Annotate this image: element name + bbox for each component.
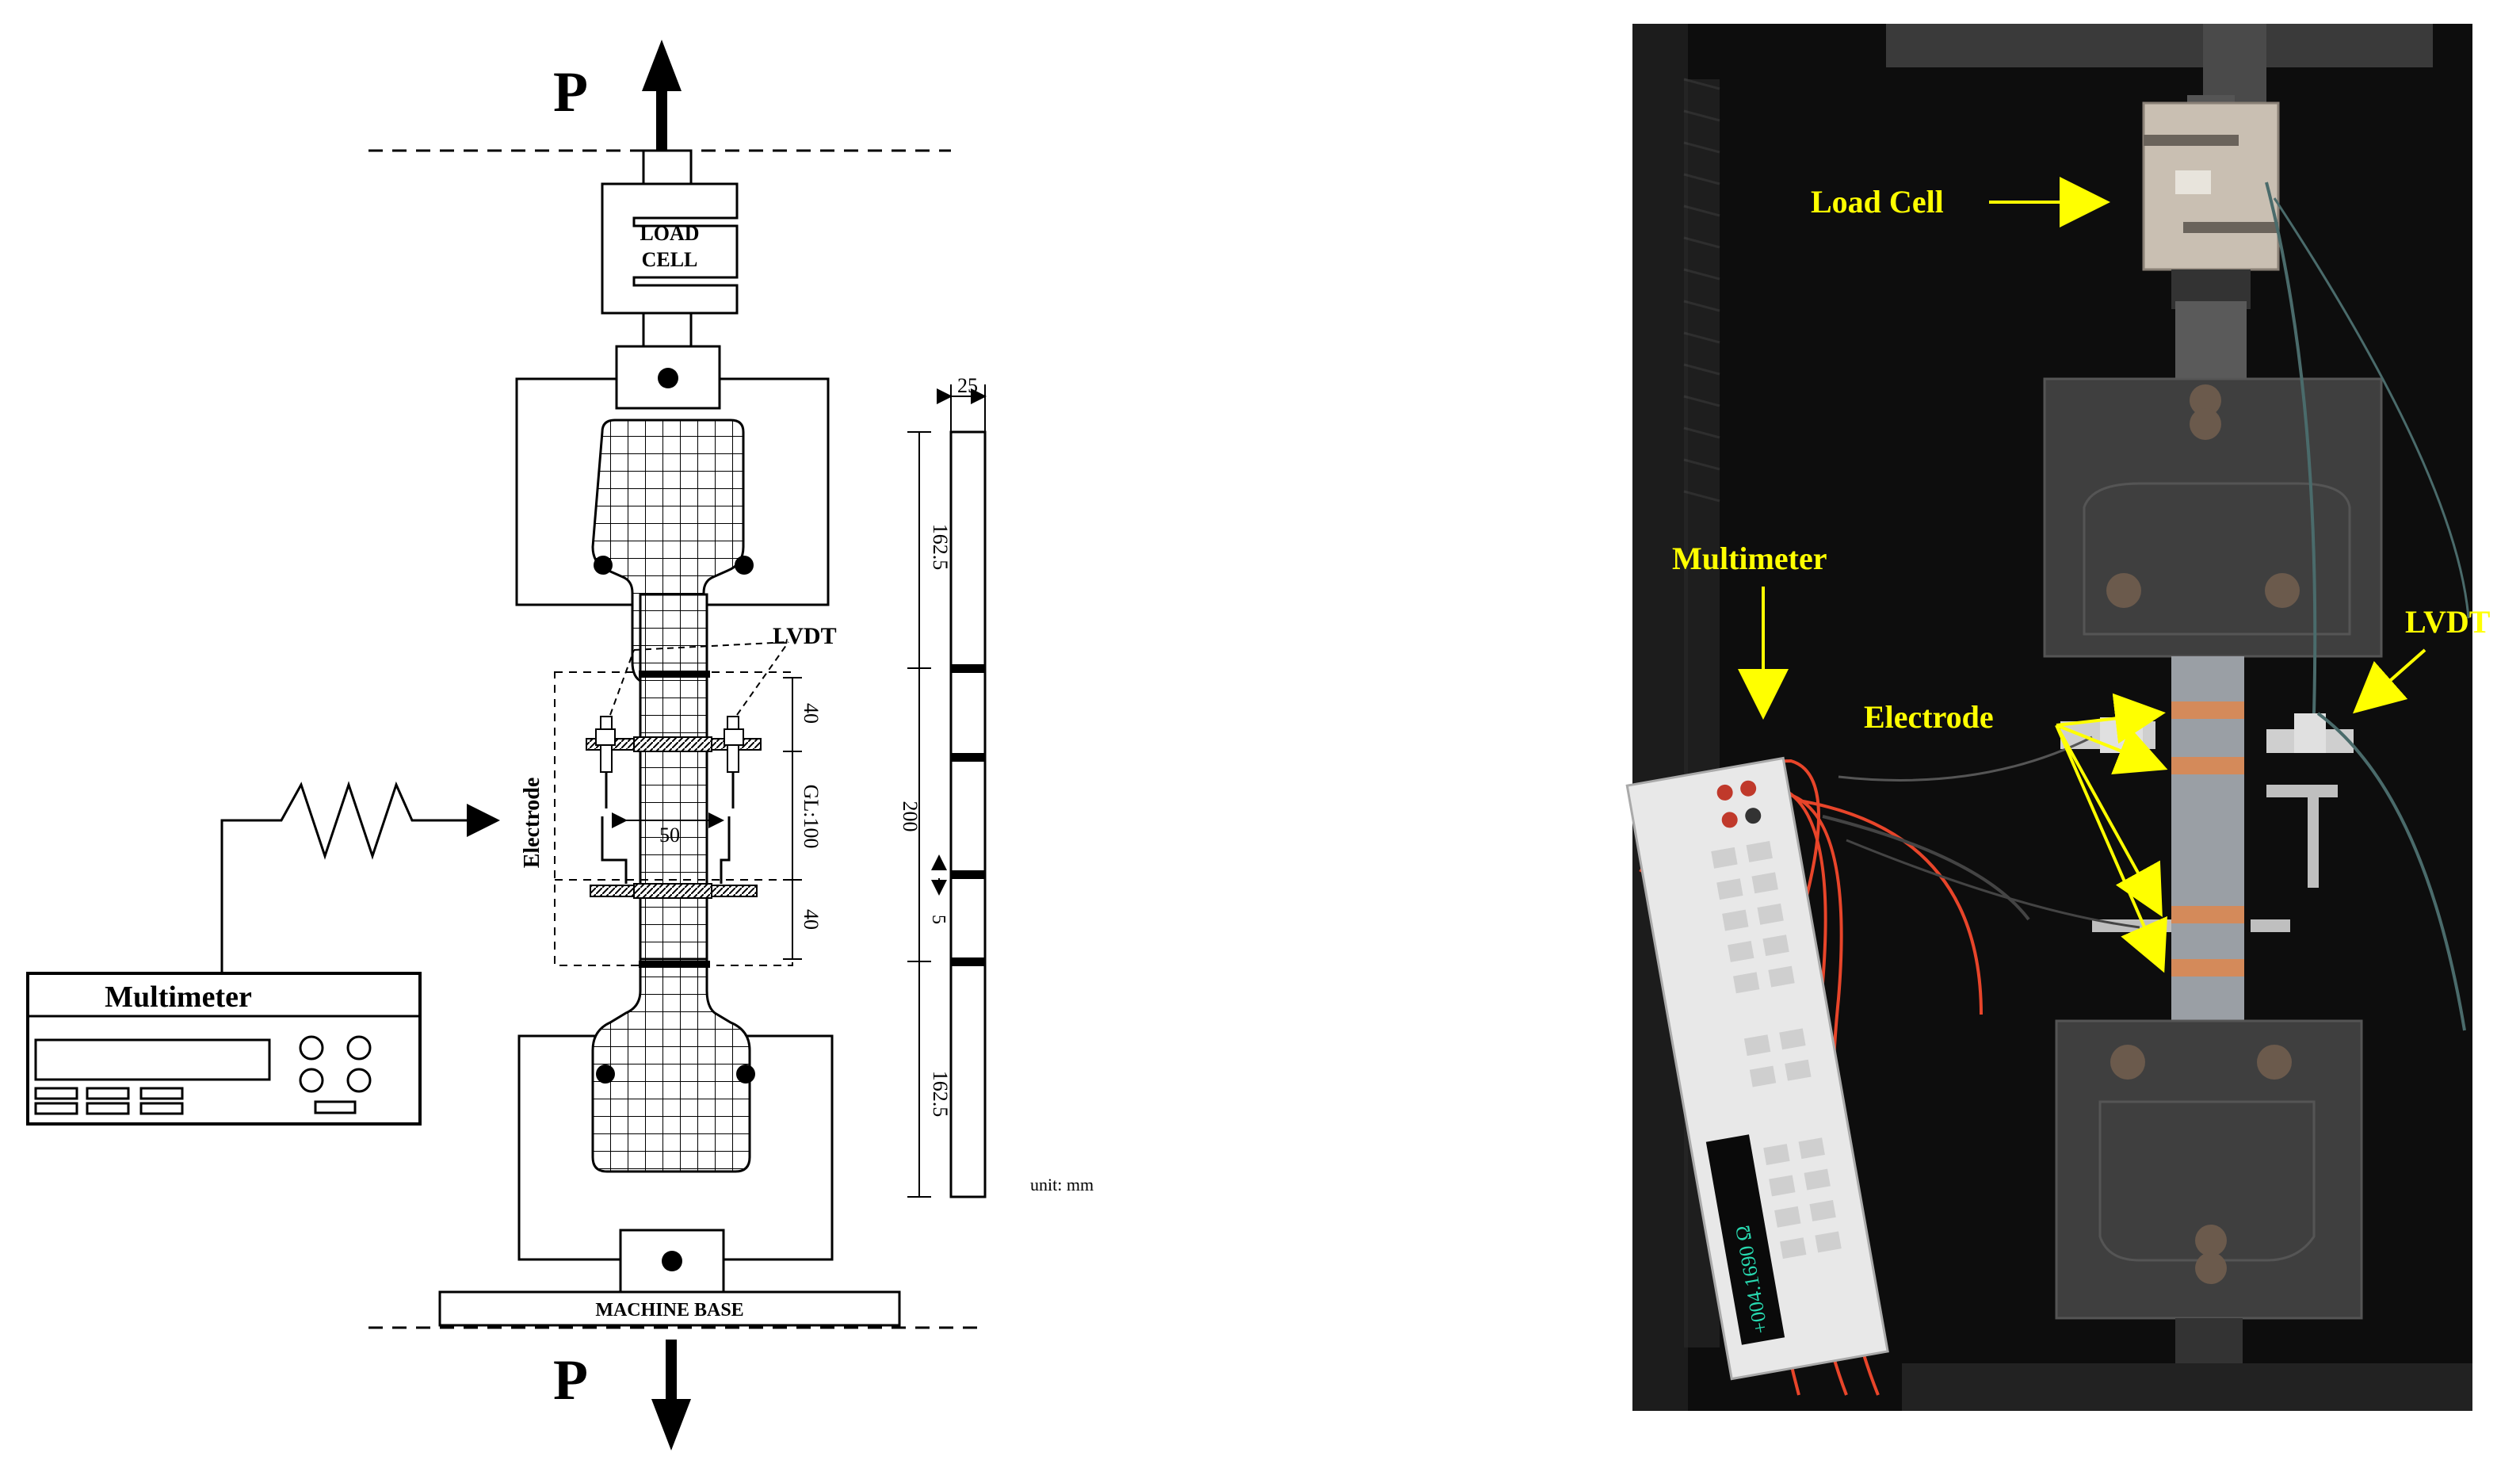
top-load-label: P xyxy=(553,60,588,124)
photo-lower-grip xyxy=(2055,1019,2363,1320)
lvdt-leader-line xyxy=(633,641,789,651)
load-cell-label-line1: LOAD xyxy=(640,222,699,245)
gauge-bottom-dimension: 40 xyxy=(800,909,823,930)
gap-dimension: 5 xyxy=(928,915,949,924)
machine-base-label: MACHINE BASE xyxy=(595,1300,743,1321)
specimen-lower-end xyxy=(591,957,751,1173)
lvdt-lower-clamp xyxy=(590,816,758,899)
electrode-band xyxy=(639,961,710,968)
load-cell-label-line2: CELL xyxy=(642,248,698,271)
lvdt-leader-line xyxy=(736,641,789,716)
photo-multimeter-label: Multimeter xyxy=(1672,541,1827,576)
photo-copper-electrode xyxy=(2171,701,2244,719)
gauge-length-dimension: GL:100 xyxy=(800,785,823,849)
load-cell xyxy=(601,149,739,348)
length-dimensions xyxy=(907,431,947,1198)
test-setup-photo: +004.1690 Ω Load Cell Multimeter xyxy=(1625,24,2491,1411)
grip-pin xyxy=(596,1064,615,1084)
grip-top-dimension: 162.5 xyxy=(929,524,952,571)
electrode-band xyxy=(639,671,710,678)
photo-copper-electrode xyxy=(2171,906,2244,923)
lvdt-leader-line xyxy=(609,649,635,716)
multimeter-label: Multimeter xyxy=(105,980,252,1014)
lvdt-label: LVDT xyxy=(773,623,837,649)
middle-dimension: 200 xyxy=(899,801,922,832)
electrode-label: Electrode xyxy=(520,778,544,869)
photo-lvdt-arrow xyxy=(2353,648,2426,714)
bottom-load-label: P xyxy=(553,1348,588,1412)
bottom-load-arrow xyxy=(651,1340,691,1451)
grip-pin xyxy=(736,1064,755,1084)
gauge-dimensions xyxy=(783,677,802,960)
photo-load-cell-label: Load Cell xyxy=(1811,184,1944,220)
grip-pin xyxy=(735,556,754,575)
lvdt-upper-clamp xyxy=(586,716,762,808)
width-dimension-label: 50 xyxy=(659,824,680,847)
grip-pin xyxy=(594,556,613,575)
lvdt-region-box xyxy=(554,671,793,966)
photo-copper-electrode xyxy=(2171,959,2244,977)
photo-electrode-arrows xyxy=(2055,693,2168,973)
grip-bottom-dimension: 162.5 xyxy=(929,1071,952,1118)
schematic-diagram: P LOAD CELL xyxy=(26,40,1094,1451)
photo-electrode-label: Electrode xyxy=(1864,699,1994,735)
side-view-specimen xyxy=(937,384,987,1198)
photo-lvdt-label: LVDT xyxy=(2405,604,2491,640)
specimen-neck xyxy=(639,593,708,969)
photo-load-cell xyxy=(2142,95,2280,271)
photo-upper-grip xyxy=(2043,377,2383,658)
photo-copper-electrode xyxy=(2171,757,2244,774)
top-load-arrow xyxy=(642,40,682,151)
gauge-top-dimension: 40 xyxy=(800,703,823,724)
photo-multimeter: +004.1690 Ω xyxy=(1625,756,1889,1381)
multimeter-wire xyxy=(220,781,500,975)
unit-note: unit: mm xyxy=(1030,1175,1094,1194)
machine-base xyxy=(438,1290,901,1327)
multimeter-device xyxy=(26,972,422,1126)
thickness-dimension: 25 xyxy=(957,374,978,397)
